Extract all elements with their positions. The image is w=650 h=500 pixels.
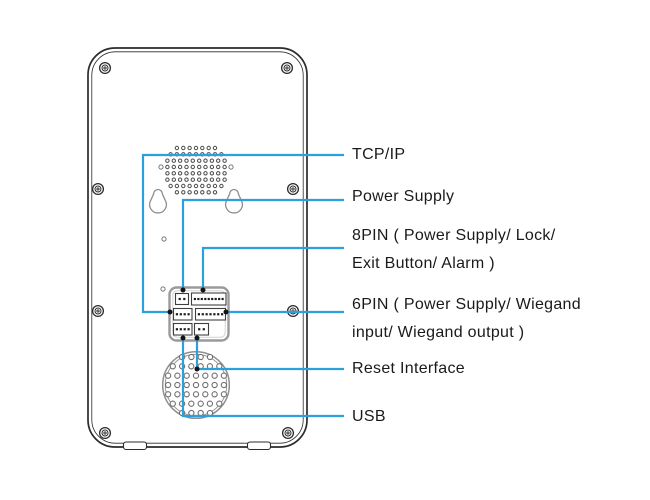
label-8pin-line1: 8PIN ( Power Supply/ Lock/ xyxy=(352,227,556,244)
connector-power-supply-2pin xyxy=(174,292,190,306)
callout-anchor-dots xyxy=(167,287,229,372)
label-6pin-line1: 6PIN ( Power Supply/ Wiegand xyxy=(352,296,581,313)
callout-line-8pin xyxy=(201,246,344,290)
label-power-supply: Power Supply xyxy=(352,188,455,205)
label-reset-interface: Reset Interface xyxy=(352,360,465,377)
connector-8pin-header xyxy=(190,292,227,306)
side-holes xyxy=(158,164,234,292)
callout-line-usb xyxy=(181,338,344,418)
connector-reset-2pin xyxy=(193,322,210,336)
label-usb: USB xyxy=(352,408,386,425)
connector-tcpip-4pin xyxy=(172,307,193,321)
speaker-holes xyxy=(164,353,228,417)
label-tcpip: TCP/IP xyxy=(352,146,406,163)
label-6pin-line2: input/ Wiegand output ) xyxy=(352,323,525,341)
connector-6pin-header xyxy=(194,307,227,321)
mounting-feet xyxy=(122,441,272,451)
pin-connectors xyxy=(172,292,227,336)
connector-block xyxy=(168,286,230,342)
label-8pin: 8PIN ( Power Supply/ Lock/ Exit Button/ … xyxy=(352,222,555,277)
callout-line-tcpip xyxy=(141,153,344,314)
label-8pin-line2: Exit Button/ Alarm ) xyxy=(352,254,495,272)
label-6pin: 6PIN ( Power Supply/ Wiegand input/ Wieg… xyxy=(352,291,581,346)
top-grille-holes xyxy=(165,145,227,195)
keyhole-slots xyxy=(148,188,244,214)
connector-usb-4pin xyxy=(172,322,193,336)
callout-line-power-supply xyxy=(181,198,344,290)
